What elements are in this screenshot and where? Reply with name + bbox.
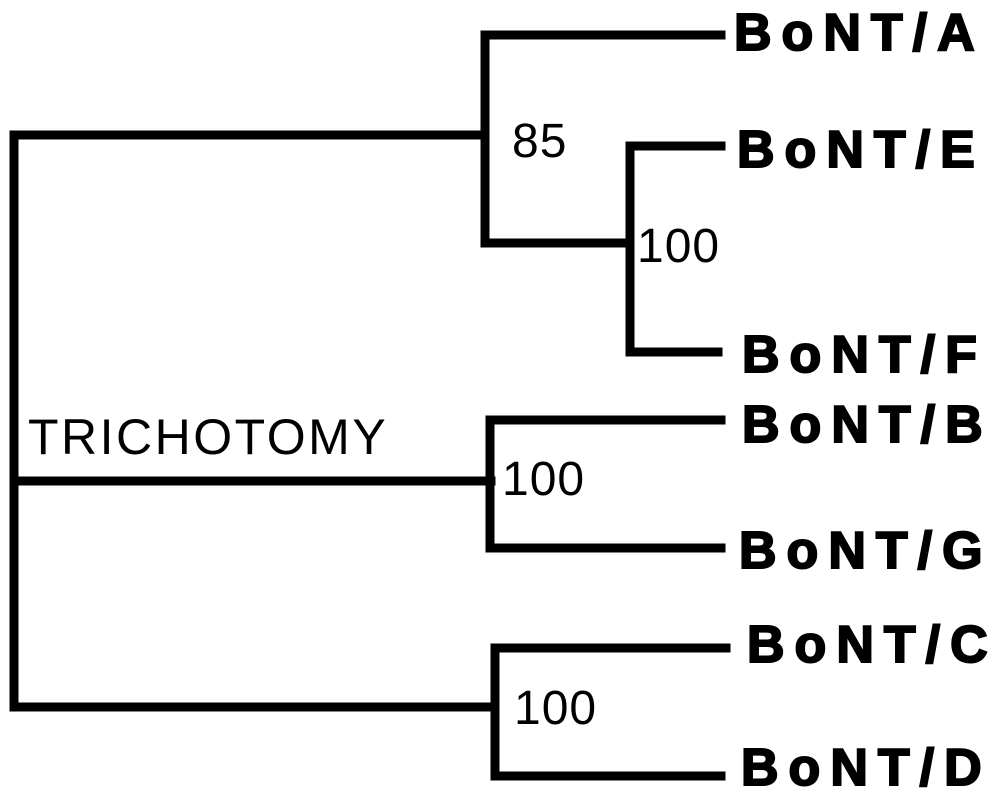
leaf-label-bont-c: BoNT/C (746, 616, 998, 674)
root-trichotomy-label: TRICHOTOMY (28, 409, 389, 465)
support-value-bg: 100 (502, 453, 586, 506)
leaf-label-bont-g: BoNT/G (738, 522, 993, 580)
leaf-label-bont-e: BoNT/E (736, 121, 985, 179)
support-value-ef: 100 (637, 220, 721, 273)
support-value-cd: 100 (514, 682, 598, 735)
leaf-label-bont-d: BoNT/D (740, 739, 992, 794)
leaf-label-bont-f: BoNT/F (741, 326, 987, 384)
leaf-label-bont-a: BoNT/A (733, 4, 985, 62)
support-value-aef: 85 (512, 115, 568, 168)
leaf-label-bont-b: BoNT/B (741, 396, 993, 454)
